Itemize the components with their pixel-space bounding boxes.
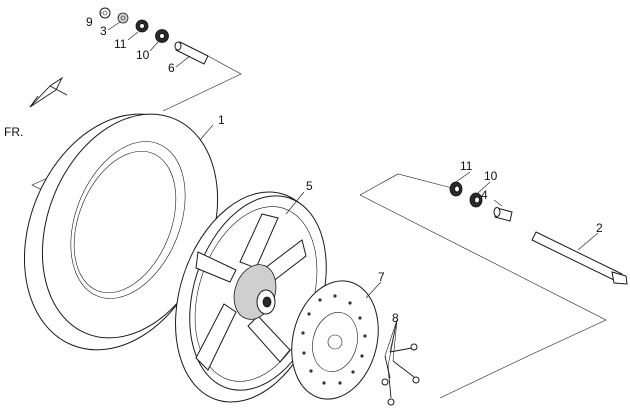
oil-seal-right (449, 181, 463, 197)
collar-right (493, 207, 513, 222)
nut (117, 12, 129, 24)
oil-seal-left (135, 19, 149, 33)
bearing-left (155, 29, 169, 43)
front-direction-label: FR. (4, 125, 23, 139)
callout-10-left: 10 (136, 48, 150, 62)
rim (175, 191, 327, 403)
callout-1: 1 (218, 113, 225, 127)
brake-disc (291, 280, 379, 400)
tire (23, 113, 219, 351)
disc-bolts (381, 343, 420, 406)
callout-labels: 1 2 3 4 5 6 7 8 9 10 10 11 11 (86, 15, 603, 325)
front-direction-arrow-icon (29, 76, 68, 108)
callout-3: 3 (100, 24, 107, 38)
callout-11-right: 11 (460, 159, 473, 173)
callout-7: 7 (378, 270, 385, 284)
leader-lines (100, 12, 599, 367)
callout-11-left: 11 (114, 37, 127, 51)
callout-10-right: 10 (484, 169, 498, 183)
callout-6: 6 (168, 61, 175, 75)
axle (531, 231, 628, 285)
callout-9: 9 (86, 15, 93, 29)
collar-left (174, 41, 209, 65)
callout-4: 4 (481, 188, 488, 202)
callout-5: 5 (306, 179, 313, 193)
bearing-right (469, 192, 483, 208)
callout-2: 2 (596, 221, 603, 235)
callout-8: 8 (392, 311, 399, 325)
